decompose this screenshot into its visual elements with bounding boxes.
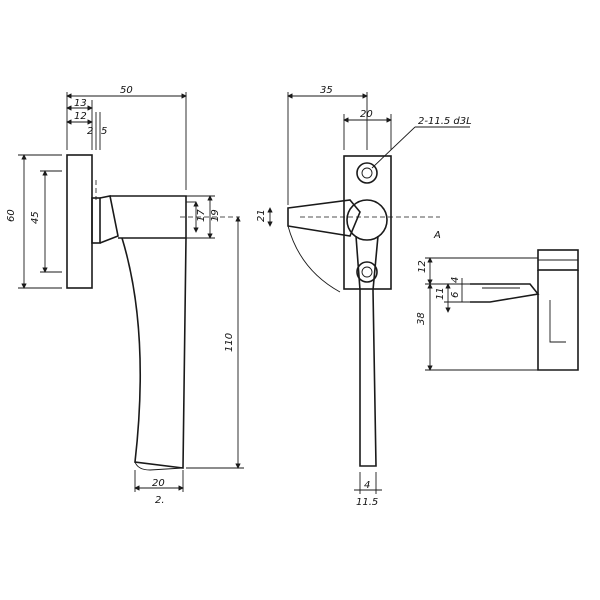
base-plate [66,154,93,289]
dim-label-bottom-upper: 20 [152,478,165,489]
neck-collar [91,197,101,244]
dim-label-50: 50 [120,85,133,96]
dim-label-20: 20 [360,109,373,120]
dim-label-front-lower: 11.5 [356,497,378,508]
dim-label-5: 5 [101,126,107,137]
dim-label-19: 19 [210,209,221,222]
swing-arc [287,225,341,293]
dim-label-35: 35 [320,85,333,96]
dim-label-110: 110 [224,333,235,352]
dim-label-45: 45 [30,211,41,224]
screw-hole-lower-outer [356,261,378,283]
dim-label-sec-11: 11 [435,287,446,300]
side-view: 50 13 12 2 5 60 45 17 19 110 [6,85,244,506]
screw-hole-outer [356,162,378,184]
dim-label-sec-38: 38 [416,312,427,325]
dim-label-sec-4: 4 [450,277,461,283]
section-inner [549,300,566,343]
screw-hole-inner [361,167,373,179]
dim-label-2: 2 [87,126,93,137]
dim-label-60: 60 [6,209,17,222]
dim-label-sec-6: 6 [450,292,461,298]
front-arm [287,199,361,237]
handle-tip [134,461,184,471]
dim-label-21: 21 [256,209,267,222]
handle-lever [121,237,187,469]
hole-leader [371,126,416,169]
front-base-plate [343,155,392,290]
section-mark: A [433,230,441,241]
dim-label-13: 13 [74,98,87,109]
dim-label-17: 17 [196,209,207,222]
hub [110,195,187,239]
hole-note: 2-11.5 d3L [418,116,472,127]
section-body [537,270,579,371]
section-view: 12 4 11 6 38 [416,249,579,371]
dim-label-12: 12 [74,111,87,122]
boss [99,195,119,244]
screw-hole-lower-inner [361,266,373,278]
section-arm [470,283,540,303]
front-hub [346,199,388,241]
dim-label-front-upper: 4 [364,480,370,491]
front-lever [355,235,379,467]
front-view: 35 20 2-11.5 d3L 21 A 4 11.5 [256,85,472,508]
dim-label-bottom-lower: 2. [155,495,165,506]
dim-label-sec-12: 12 [417,260,428,273]
